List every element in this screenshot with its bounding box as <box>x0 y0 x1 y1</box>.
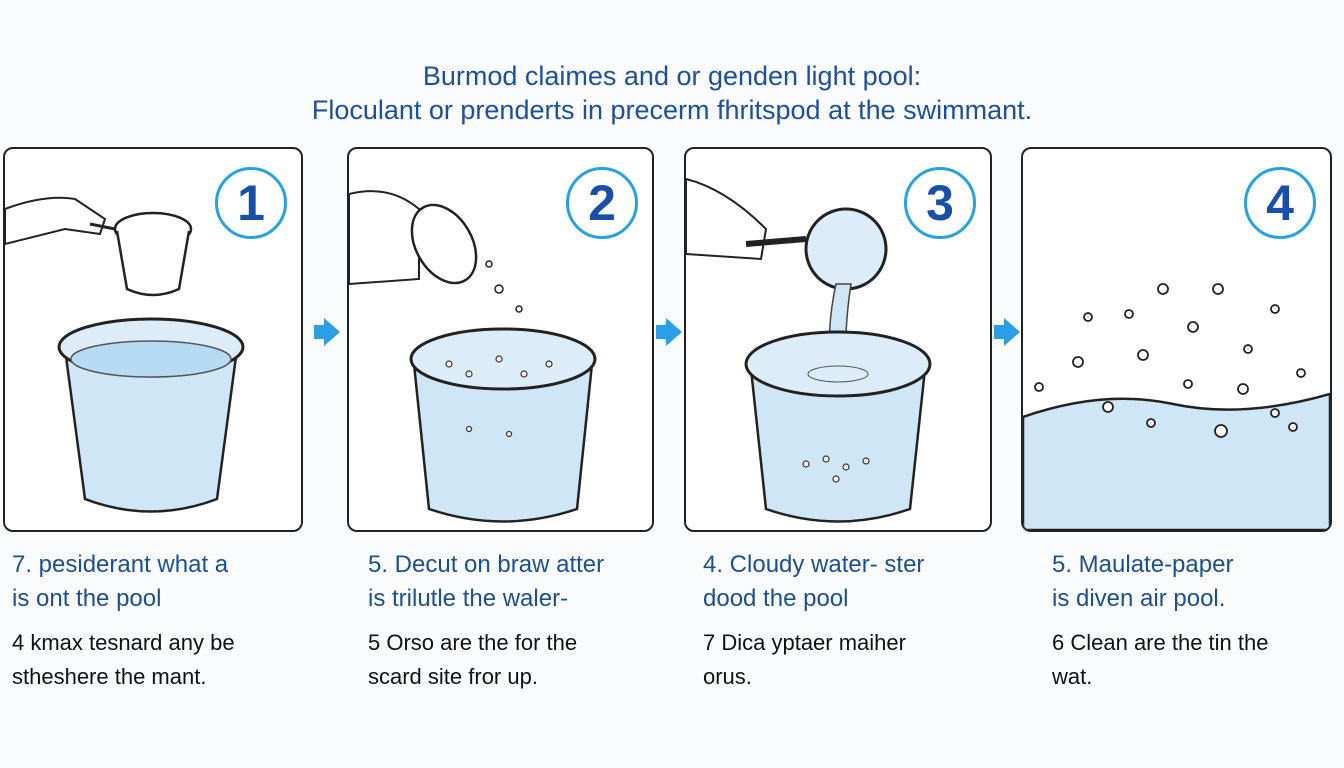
step-body-line: orus. <box>703 664 752 689</box>
step-1-panel: 1 <box>3 147 303 532</box>
step-4-caption: 5. Maulate-paper is diven air pool. 6 Cl… <box>1052 548 1342 694</box>
step-4-panel: 4 <box>1021 147 1332 532</box>
arrow-right-icon <box>994 318 1020 346</box>
step-1-caption: 7. pesiderant what a is ont the pool 4 k… <box>12 548 332 694</box>
step-2-panel: 2 <box>347 147 654 532</box>
step-heading-line: 5. Decut on braw atter <box>368 551 605 578</box>
step-body-line: 4 kmax tesnard any be <box>12 630 235 655</box>
step-heading-line: 7. pesiderant what a <box>12 551 229 578</box>
step-number-badge: 4 <box>1244 167 1316 239</box>
bucket-liquid-pour-illustration <box>686 177 932 523</box>
bucket-pour-illustration <box>349 190 597 523</box>
step-number-badge: 1 <box>215 167 287 239</box>
step-2-caption: 5. Decut on braw atter is trilutle the w… <box>368 548 688 694</box>
step-body-line: 5 Orso are the for the <box>368 630 578 655</box>
step-number-badge: 3 <box>904 167 976 239</box>
step-heading-line: is diven air pool. <box>1052 585 1226 612</box>
pool-water-particles-illustration <box>1023 283 1330 530</box>
title-line-2: Floculant or prenderts in precerm fhrits… <box>311 95 1033 125</box>
step-heading-line: 5. Maulate-paper <box>1052 551 1234 578</box>
step-body-line: 6 Clean are the tin the <box>1052 630 1269 655</box>
title-line-1: Burmod claimes and or genden light pool: <box>422 61 922 91</box>
step-heading-line: is trilutle the waler- <box>368 585 569 612</box>
step-body-line: stheshere the mant. <box>12 664 207 689</box>
step-heading-line: 4. Cloudy water- ster <box>703 551 925 578</box>
step-3-caption: 4. Cloudy water- ster dood the pool 7 Di… <box>703 548 1023 694</box>
step-body-line: 7 Dica yptaer maiher <box>703 630 906 655</box>
arrow-right-icon <box>314 318 340 346</box>
arrow-right-icon <box>656 318 682 346</box>
step-3-panel: 3 <box>684 147 992 532</box>
step-heading-line: dood the pool <box>703 585 849 612</box>
step-heading-line: is ont the pool <box>12 585 162 612</box>
step-body-line: wat. <box>1052 664 1093 689</box>
bucket-scoop-illustration <box>5 196 245 513</box>
step-body-line: scard site fror up. <box>368 664 538 689</box>
step-number-badge: 2 <box>566 167 638 239</box>
